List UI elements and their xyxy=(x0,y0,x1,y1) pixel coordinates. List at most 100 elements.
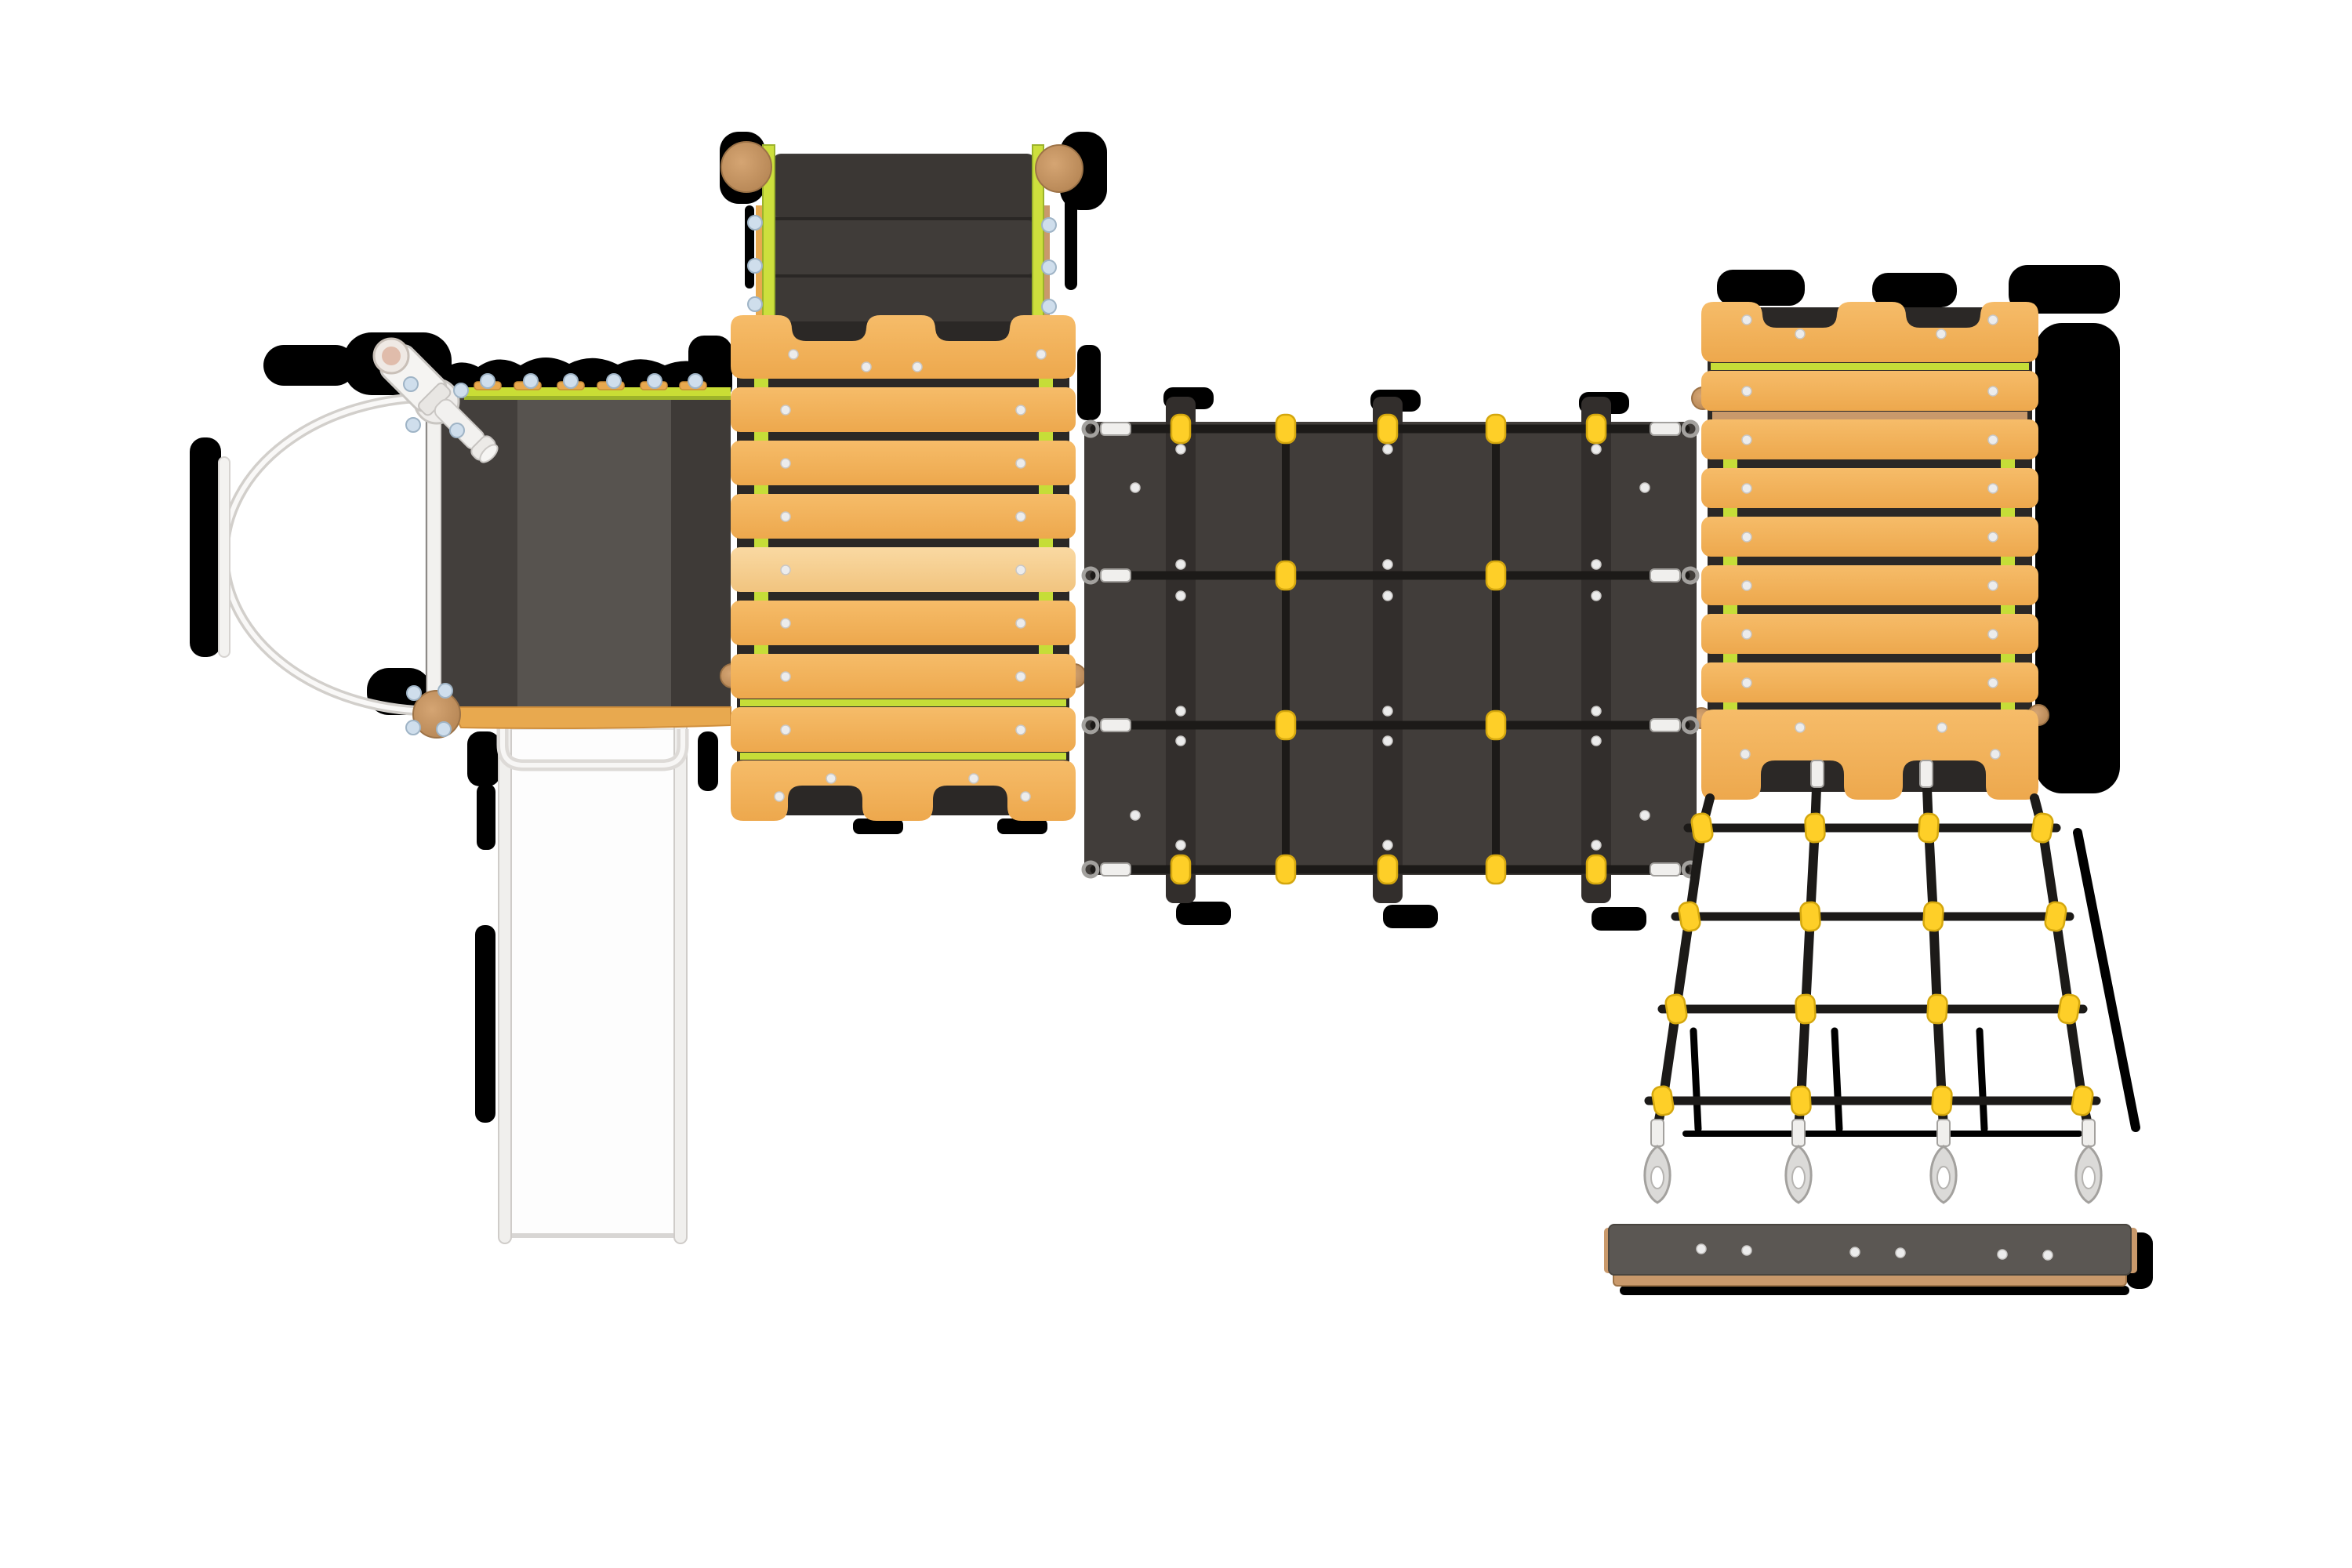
rope-clamp xyxy=(1485,710,1507,741)
board-screw xyxy=(774,791,785,802)
slat-screw xyxy=(1741,532,1752,543)
pole-bolt xyxy=(405,417,421,433)
bridge-rib xyxy=(1373,397,1403,903)
side-pipe xyxy=(426,395,441,706)
rope-clamp xyxy=(1804,812,1826,844)
shadow-rope-line xyxy=(1976,1027,1988,1133)
left-deck-right-band xyxy=(671,392,731,713)
rib-screw xyxy=(1382,735,1393,746)
rope-clamp xyxy=(1795,993,1817,1025)
rope-eyelet xyxy=(1681,566,1700,585)
rope-tensioner xyxy=(1100,422,1131,436)
board-screw xyxy=(1895,1247,1906,1258)
shadow-blob xyxy=(997,818,1047,834)
rope-eyelet xyxy=(1681,716,1700,735)
turnbuckle-eye xyxy=(1650,1166,1664,1189)
ramp-panel-band-2 xyxy=(775,220,1033,274)
deck-bolt xyxy=(647,373,662,389)
shadow-blob xyxy=(475,925,495,1123)
slat xyxy=(731,707,1076,752)
shadow-blob xyxy=(1383,905,1438,928)
shadow-blob xyxy=(1620,1286,2129,1295)
ramp-post-cap-left xyxy=(720,141,772,193)
slat-screw xyxy=(780,671,791,682)
slat xyxy=(731,654,1076,699)
slide xyxy=(496,719,689,1244)
board-screw xyxy=(1741,314,1752,325)
rib-screw xyxy=(1175,590,1186,601)
rib-screw xyxy=(1175,840,1186,851)
pole-bolt xyxy=(403,376,419,392)
mat-screw xyxy=(1639,482,1650,493)
rope-clamp xyxy=(1799,901,1821,932)
slat-screw xyxy=(1987,434,1998,445)
telescope-eyepiece-end xyxy=(479,444,499,463)
left-deck-screws xyxy=(480,373,703,389)
slat xyxy=(731,494,1076,539)
slat-screw xyxy=(1987,532,1998,543)
shadow-blob xyxy=(477,784,495,850)
slide-bed xyxy=(510,728,675,1238)
slide-rail-right xyxy=(673,719,688,1244)
board-screw xyxy=(912,361,923,372)
slat-screw xyxy=(1015,671,1026,682)
board-screw xyxy=(1795,722,1806,733)
rope-tensioner xyxy=(1650,718,1681,732)
deck-bolt xyxy=(688,373,703,389)
ramp-panel-band-1 xyxy=(775,155,1033,217)
rib-screw xyxy=(1175,559,1186,570)
rope-clamp xyxy=(1926,993,1948,1025)
shadow-rope-line xyxy=(2073,828,2140,1132)
rib-screw xyxy=(1175,706,1186,717)
slat xyxy=(1701,565,2038,605)
lime-support-tab xyxy=(1723,654,1737,662)
deck-bolt xyxy=(606,373,622,389)
rib-screw xyxy=(1382,444,1393,455)
bridge-rib xyxy=(1166,397,1196,903)
rope-clamp xyxy=(1790,1085,1812,1116)
lime-support-tab xyxy=(2001,508,2015,517)
shadow-blob xyxy=(698,731,718,791)
ramp-bolt xyxy=(1041,260,1057,275)
slat-screw xyxy=(1015,405,1026,416)
slat-screw xyxy=(780,511,791,522)
slat-screw xyxy=(1741,629,1752,640)
lime-support-tab xyxy=(1039,485,1053,494)
board-screw xyxy=(1020,791,1031,802)
castellated-top-board xyxy=(1701,302,2038,362)
rope-tensioner xyxy=(1650,862,1681,877)
board-screw xyxy=(2042,1250,2053,1261)
lime-support-tab xyxy=(754,485,768,494)
lime-support-tab xyxy=(1723,459,1737,468)
mat-screw xyxy=(1639,810,1650,821)
shadow-blob xyxy=(1592,907,1646,931)
shadow-blob xyxy=(263,345,356,386)
net-bottom-ferrule xyxy=(1650,1119,1664,1147)
pole-bolt xyxy=(453,383,469,398)
board-screw xyxy=(1987,314,1998,325)
lime-support-tab xyxy=(754,645,768,654)
deck-bolt xyxy=(480,373,495,389)
slat-screw xyxy=(1741,580,1752,591)
ramp-bolt xyxy=(747,296,763,312)
rope-clamp xyxy=(1651,1085,1675,1116)
slat-screw xyxy=(780,458,791,469)
lime-support-tab xyxy=(754,379,768,387)
climbing-net xyxy=(1604,760,2137,1287)
rope-clamp xyxy=(1690,812,1714,844)
slat xyxy=(1701,468,2038,508)
lime-support-tab xyxy=(2001,702,2015,710)
ramp-bolt xyxy=(747,215,763,230)
turnbuckle-eye xyxy=(1791,1166,1806,1189)
drop-shadows xyxy=(190,132,2153,1295)
slat xyxy=(1701,614,2038,654)
rope-eyelet xyxy=(1081,419,1100,438)
rope-clamp xyxy=(1275,710,1297,741)
rope-eyelet xyxy=(1081,566,1100,585)
rope-clamp xyxy=(2057,993,2081,1025)
ramp-bolt xyxy=(747,258,763,274)
board-screw xyxy=(1740,749,1751,760)
shadow-blob xyxy=(2035,323,2120,793)
shadow-blob xyxy=(1717,270,1805,306)
rope-clamp xyxy=(1485,854,1507,885)
